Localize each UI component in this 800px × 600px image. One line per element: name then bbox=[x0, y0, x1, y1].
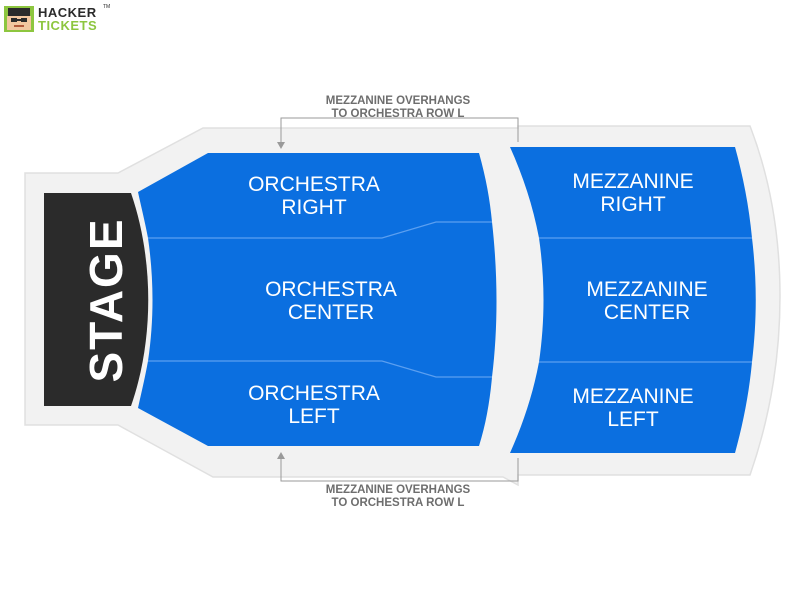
label-line: CENTER bbox=[288, 301, 374, 324]
label-mezzanine-right: MEZZANINE RIGHT bbox=[572, 170, 693, 216]
ticket-mascot-icon bbox=[4, 6, 34, 32]
stage-label: STAGE bbox=[80, 217, 132, 382]
label-line: CENTER bbox=[604, 301, 690, 324]
logo-text-tickets: Tickets bbox=[38, 18, 98, 33]
label-line: MEZZANINE bbox=[572, 170, 693, 193]
note-line: TO ORCHESTRA ROW L bbox=[332, 108, 465, 120]
overhang-note-bottom: MEZZANINE OVERHANGS TO ORCHESTRA ROW L bbox=[326, 484, 471, 509]
label-orchestra-left: ORCHESTRA LEFT bbox=[248, 382, 380, 428]
label-line: LEFT bbox=[288, 405, 340, 428]
hacker-tickets-logo: Hacker Tickets TM bbox=[0, 0, 120, 40]
label-line: ORCHESTRA bbox=[248, 173, 380, 196]
note-line: MEZZANINE OVERHANGS bbox=[326, 484, 471, 496]
note-line: MEZZANINE OVERHANGS bbox=[326, 95, 471, 107]
overhang-note-top: MEZZANINE OVERHANGS TO ORCHESTRA ROW L bbox=[326, 95, 471, 120]
label-line: ORCHESTRA bbox=[248, 382, 380, 405]
label-line: MEZZANINE bbox=[572, 385, 693, 408]
label-orchestra-center: ORCHESTRA CENTER bbox=[265, 278, 397, 324]
arrow-up-icon bbox=[277, 452, 285, 459]
section-mezzanine-center[interactable] bbox=[539, 238, 756, 362]
label-line: ORCHESTRA bbox=[265, 278, 397, 301]
section-orchestra-left[interactable] bbox=[138, 361, 492, 446]
label-line: RIGHT bbox=[600, 193, 666, 216]
section-mezzanine-left[interactable] bbox=[510, 362, 752, 453]
note-line: TO ORCHESTRA ROW L bbox=[332, 497, 465, 509]
stage bbox=[44, 193, 149, 406]
orchestra-divider-upper bbox=[148, 221, 492, 239]
arrow-down-icon bbox=[277, 142, 285, 149]
label-orchestra-right: ORCHESTRA RIGHT bbox=[248, 173, 380, 219]
label-line: MEZZANINE bbox=[586, 278, 707, 301]
logo-trademark: TM bbox=[103, 4, 111, 10]
overhang-callout-bottom bbox=[280, 456, 519, 482]
orchestra-divider-lower bbox=[148, 360, 492, 378]
label-mezzanine-left: MEZZANINE LEFT bbox=[572, 385, 693, 431]
section-mezzanine-right[interactable] bbox=[510, 147, 752, 238]
logo-text-hacker: Hacker bbox=[38, 5, 97, 20]
label-mezzanine-center: MEZZANINE CENTER bbox=[586, 278, 707, 324]
section-orchestra-right[interactable] bbox=[138, 153, 492, 238]
label-line: LEFT bbox=[607, 408, 659, 431]
overhang-callout-top bbox=[280, 117, 519, 146]
section-orchestra-center[interactable] bbox=[148, 222, 497, 377]
label-line: RIGHT bbox=[281, 196, 347, 219]
